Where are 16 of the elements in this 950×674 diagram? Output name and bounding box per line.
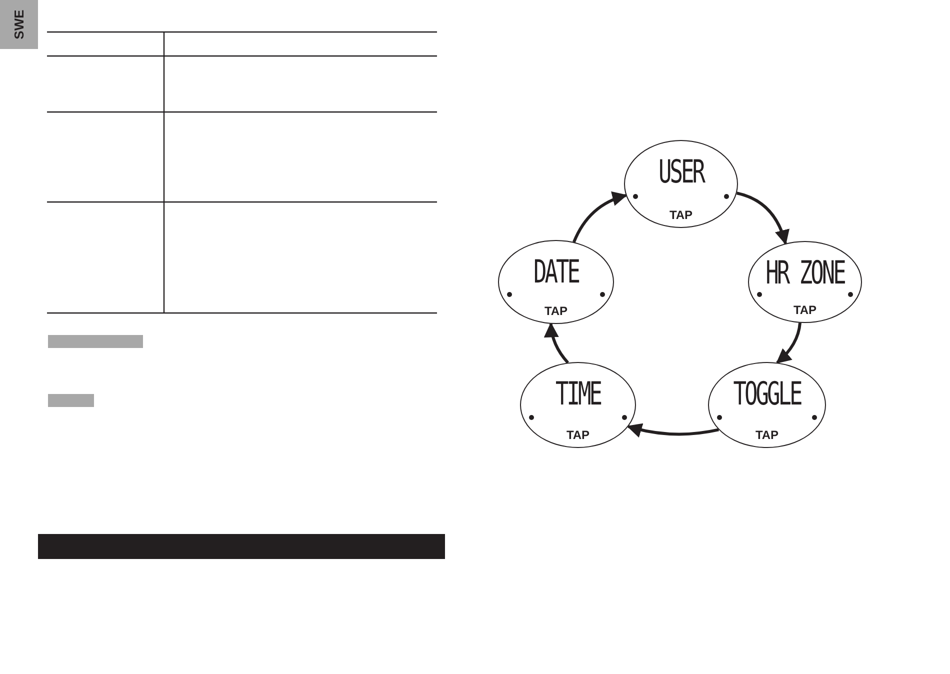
button-label: TAP xyxy=(566,429,590,441)
arrow xyxy=(776,322,802,364)
arrow xyxy=(544,322,570,364)
button-label: TAP xyxy=(755,429,779,441)
button-label: TAP xyxy=(793,304,817,316)
display-text: HR ZONE xyxy=(766,259,844,291)
arrow xyxy=(626,422,719,438)
arrow xyxy=(736,192,789,245)
display-text: DATE xyxy=(534,258,578,290)
display-text: USER xyxy=(658,158,704,190)
button-label: TAP xyxy=(544,305,568,317)
display-text: TOGGLE xyxy=(733,380,801,412)
language-code: SWE xyxy=(12,10,26,40)
arrow xyxy=(572,192,628,243)
button-label: TAP xyxy=(669,209,693,221)
display-text: TIME xyxy=(556,380,600,412)
